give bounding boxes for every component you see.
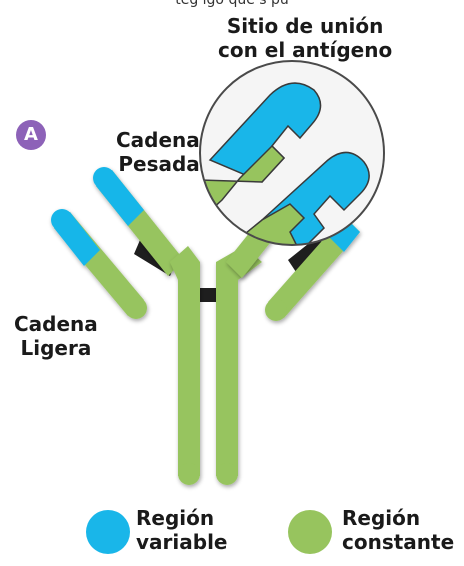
binding-site-magnifier <box>199 60 385 246</box>
heavy-chain-label: Cadena Pesada <box>116 128 200 176</box>
constant-region-swatch <box>288 510 332 554</box>
variable-region-label: Región variable <box>136 506 228 554</box>
variable-region-swatch <box>86 510 130 554</box>
heavy-chain-stems <box>170 246 262 485</box>
left-heavy-chain <box>93 167 184 276</box>
cropped-caption: teg igo que s pu <box>175 0 289 8</box>
constant-region-label: Región constante <box>342 506 455 554</box>
light-chain-label: Cadena Ligera <box>14 312 98 360</box>
right-light-chain <box>265 216 360 321</box>
binding-site-label: Sitio de unión con el antígeno <box>218 14 393 62</box>
panel-badge: A <box>16 120 46 150</box>
left-light-chain <box>51 209 147 319</box>
